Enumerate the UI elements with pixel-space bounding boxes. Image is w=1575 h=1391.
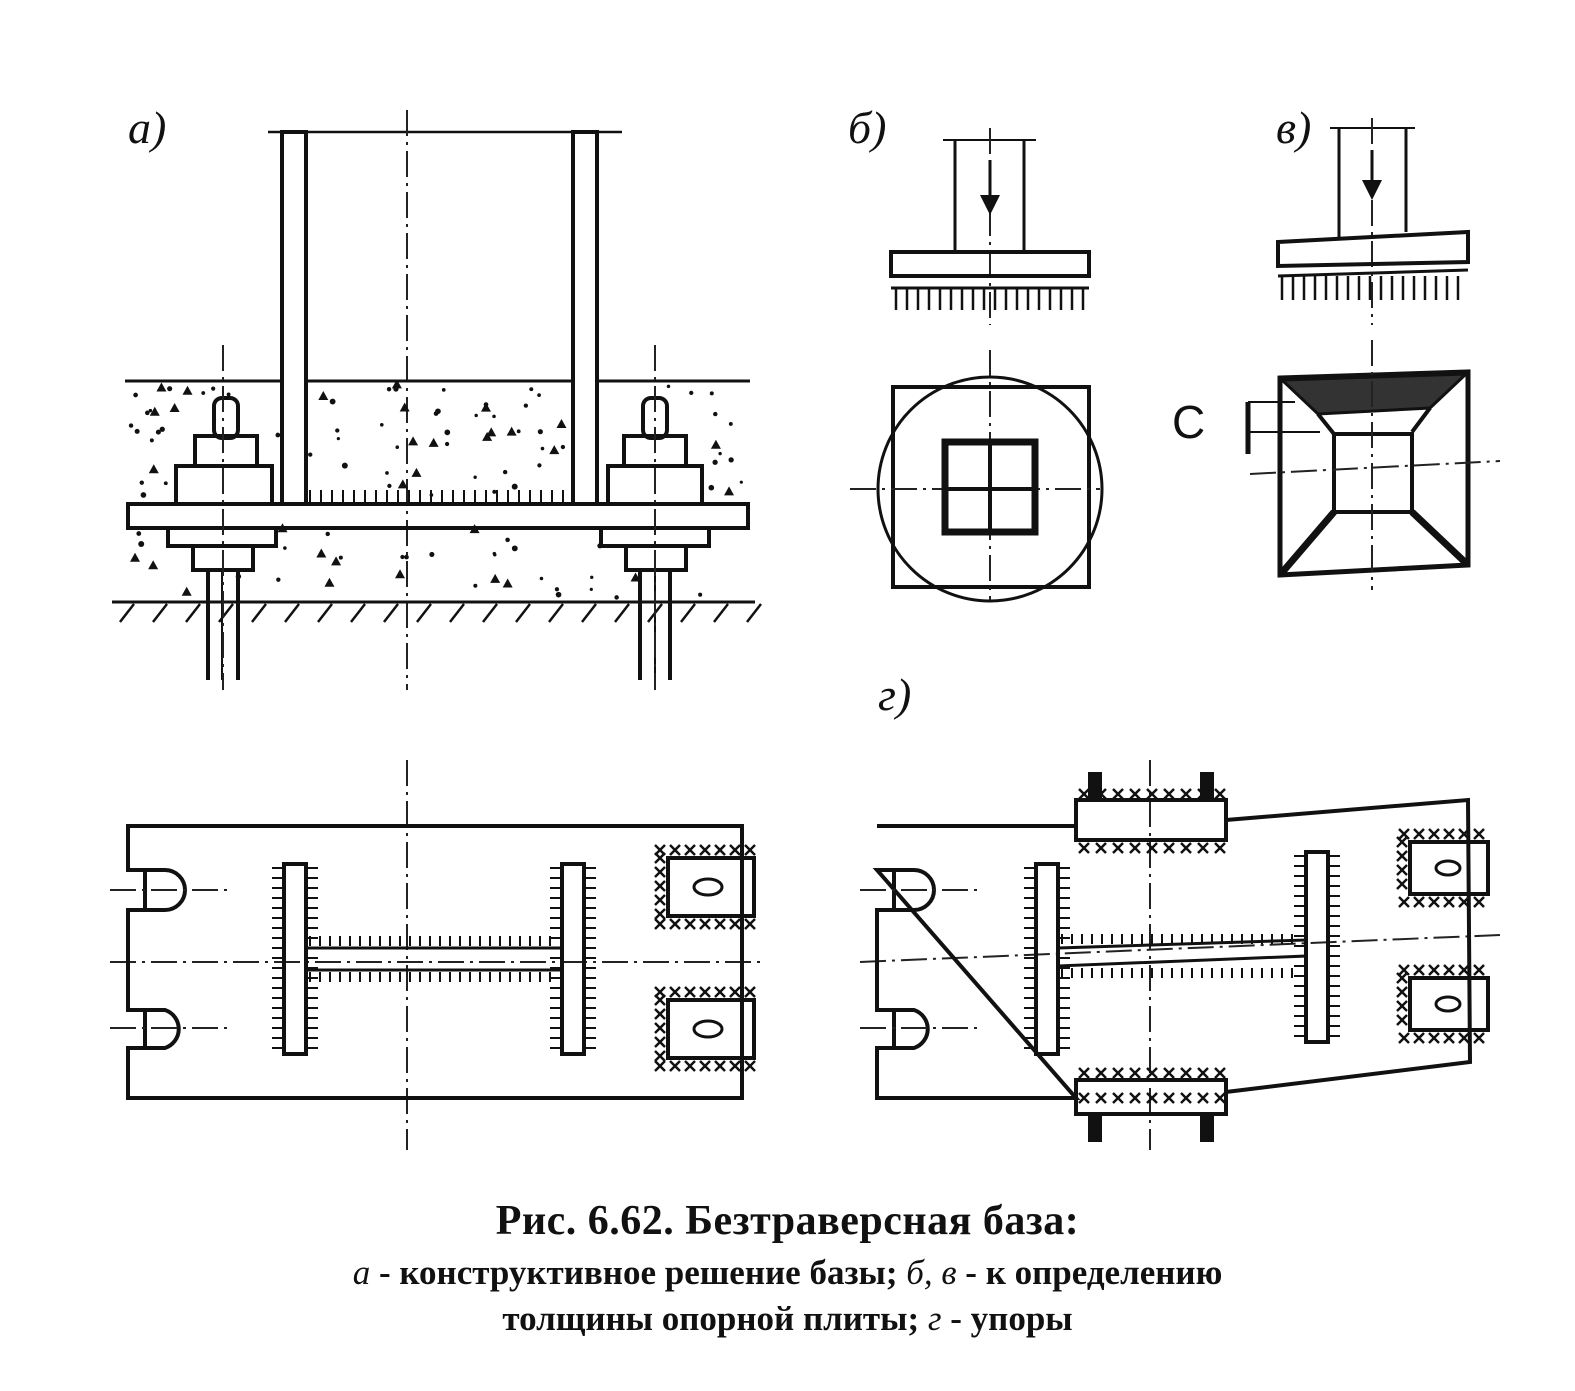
figure-caption: Рис. 6.62. Безтраверсная база: а - конст…	[0, 1192, 1575, 1342]
caption-line-1: а - конструктивное решение базы; б, в - …	[0, 1250, 1575, 1296]
panel-g-plan	[859, 760, 1501, 1150]
anchor-bolt-right	[599, 345, 711, 690]
caption-g-letter: г	[927, 1299, 942, 1338]
caption-a-text: - конструктивное решение базы;	[370, 1253, 907, 1292]
panel-b-label: б)	[848, 102, 886, 153]
panel-a-section: а)	[112, 102, 762, 690]
dimension-c-label: С	[1172, 396, 1205, 448]
caption-bv-letters: б, в	[906, 1253, 957, 1292]
caption-a-letter: а	[352, 1253, 371, 1292]
anchor-bolt-left	[166, 345, 278, 690]
caption-line-2: толщины опорной плиты; г - упоры	[0, 1296, 1575, 1342]
panel-g-label: г)	[878, 669, 911, 720]
caption-title: Рис. 6.62. Безтраверсная база:	[495, 1198, 1080, 1244]
caption-line2-text: толщины опорной плиты;	[502, 1299, 928, 1338]
panel-a-label: а)	[128, 102, 166, 153]
panel-v-label: в)	[1276, 102, 1311, 153]
panel-v: в) С	[1172, 102, 1501, 590]
caption-g-text: - упоры	[941, 1299, 1073, 1338]
caption-bv-text: - к определению	[956, 1253, 1223, 1292]
panel-b: б)	[848, 102, 1104, 603]
panel-a-plan	[110, 760, 760, 1150]
